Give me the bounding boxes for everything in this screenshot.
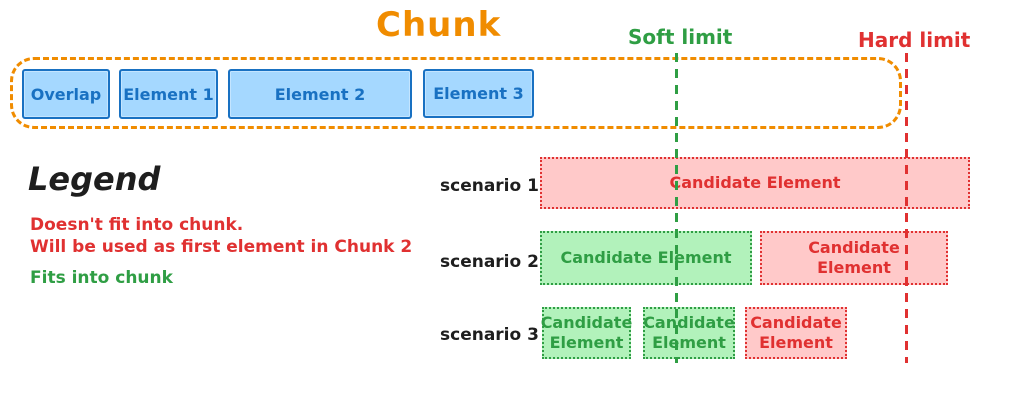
candidate-element-text: Candidate Element — [669, 173, 841, 192]
chunk-element-2: Element 2 — [228, 69, 412, 119]
candidate-element-text: Candidate Element — [808, 238, 900, 277]
legend-fits-text: Fits into chunk — [30, 268, 173, 288]
chunk-container — [10, 57, 902, 129]
soft-limit-label: Soft limit — [628, 25, 733, 49]
scenario-1-label: scenario 1 — [440, 176, 539, 196]
scenario-3-candidate-fits-2: Candidate Element — [643, 307, 735, 359]
legend-title: Legend — [28, 160, 161, 198]
scenario-3-candidate-fits-1: Candidate Element — [540, 307, 633, 359]
scenario-3-label: scenario 3 — [440, 325, 539, 345]
scenario-2-label: scenario 2 — [440, 252, 539, 272]
candidate-element-text: Candidate Element — [750, 313, 842, 352]
chunk-title: Chunk — [376, 5, 502, 45]
scenario-3-candidate-doesnt-fit: Candidate Element — [745, 307, 847, 359]
candidate-element-text: Candidate Element — [560, 248, 732, 267]
legend-doesnt-fit-text: Doesn't fit into chunk. Will be used as … — [30, 214, 412, 258]
scenario-1-candidate-doesnt-fit: Candidate Element — [540, 157, 970, 209]
hard-limit-label: Hard limit — [858, 28, 971, 52]
legend-doesnt-fit-line1: Doesn't fit into chunk. — [30, 215, 244, 235]
chunk-element-3: Element 3 — [423, 69, 534, 118]
hard-limit-line — [905, 53, 908, 363]
chunk-element-1: Element 1 — [119, 69, 218, 119]
candidate-element-text: Candidate Element — [540, 313, 633, 352]
candidate-element-text: Candidate Element — [643, 313, 735, 352]
scenario-2-candidate-doesnt-fit: Candidate Element — [760, 231, 948, 285]
legend-doesnt-fit-line2: Will be used as first element in Chunk 2 — [30, 237, 413, 257]
soft-limit-line — [675, 53, 678, 363]
scenario-2-candidate-fits: Candidate Element — [540, 231, 752, 285]
chunk-element-overlap: Overlap — [22, 69, 110, 119]
